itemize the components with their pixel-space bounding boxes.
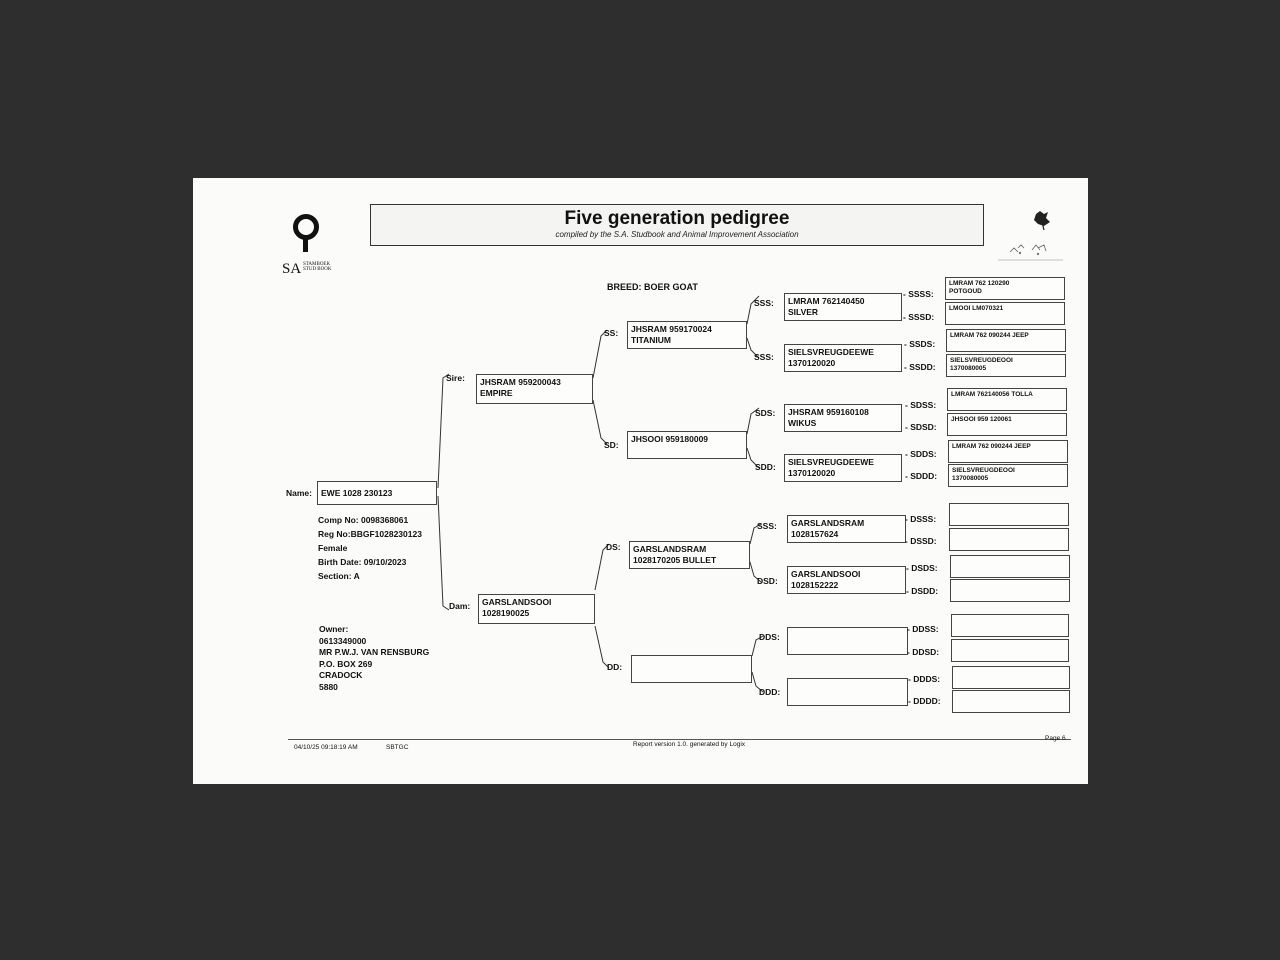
dssd-box [949,528,1069,551]
sddd-label: - SDDD: [905,471,938,481]
dds-label: DDS: [759,632,780,642]
ssss-label: - SSSS: [903,289,934,299]
sss-label: SSS: [754,298,774,308]
sdsd-label: - SDSD: [905,422,937,432]
sdss-label: - SDSS: [905,400,937,410]
ddsd-label: - DDSD: [907,647,940,657]
owner-details: Owner: 0613349000 MR P.W.J. VAN RENSBURG… [319,624,429,693]
sdds-box: LMRAM 762 090244 JEEP [948,440,1068,463]
sdsd-box: JHSOOI 959 120061 [947,413,1067,436]
page-subtitle: compiled by the S.A. Studbook and Animal… [555,230,799,239]
dd-label: DD: [607,662,623,672]
footer-report: Report version 1.0. generated by Logix [633,741,746,748]
footer-code: SBTGC [386,744,409,751]
ddds-box [952,666,1070,689]
dssd-label: - DSSD: [905,536,937,546]
ss-label: SS: [604,328,619,338]
owner-postcode: 5880 [319,681,338,692]
footer-divider [288,739,1071,740]
footer-page: Page 6 [1045,735,1066,742]
title-banner: Five generation pedigree compiled by the… [370,204,984,246]
ssds-box: LMRAM 762 090244 JEEP [946,329,1066,352]
footer-datetime: 04/10/25 09:18:19 AM [294,744,358,751]
ssds-label: - SSDS: [904,339,936,349]
dsdd-box [950,579,1070,602]
subject-details: Comp No: 0098368061 Reg No:BBGF102823012… [318,513,422,583]
ssd-label: SSS: [754,352,774,362]
page-title: Five generation pedigree [564,208,790,229]
dam-label: Dam: [449,601,471,611]
birth-date: Birth Date: 09/10/2023 [318,557,407,567]
dsds-box [950,555,1070,578]
name-label: Name: [286,488,312,498]
subject-name-box: EWE 1028 230123 [317,481,437,505]
dddd-label: - DDDD: [908,696,941,706]
ssdd-label: - SSDD: [904,362,936,372]
dsd-label: DSD: [757,576,778,586]
logo-symbol-icon [293,214,319,240]
sd-box: JHSOOI 959180009 [627,431,747,459]
section: Section: A [318,571,360,581]
sire-label: Sire: [446,373,465,383]
sdds-label: - SDDS: [905,449,937,459]
dds-box [787,627,908,655]
breed-label: BREED: BOER GOAT [607,282,698,292]
dsds-label: - DSDS: [906,563,938,573]
sds-label: SDS: [755,408,776,418]
owner-address: P.O. BOX 269 [319,658,373,669]
pedigree-connectors [437,295,764,693]
ddss-label: - DDSS: [907,624,939,634]
dsdd-label: - DSDD: [906,586,939,596]
owner-heading: Owner: [319,624,349,634]
ds-label: DS: [606,542,621,552]
sex: Female [318,543,348,553]
sd-label: SD: [604,440,619,450]
ddsd-box [951,639,1069,662]
dss-label: SSS: [757,521,777,531]
ddd-box [787,678,908,706]
owner-name: MR P.W.J. VAN RENSBURG [319,647,430,657]
subject-name: EWE 1028 230123 [321,488,393,498]
comp-no: Comp No: 0098368061 [318,515,409,525]
dsss-label: - DSSS: [905,514,937,524]
owner-town: CRADOCK [319,670,363,680]
reg-no: Reg No:BBGF1028230123 [318,529,422,539]
sssd-box: LMOOI LM070321 [945,302,1065,325]
sdd-label: SDD: [755,462,776,472]
sdss-box: LMRAM 762140056 TOLLA [947,388,1067,411]
dddd-box [952,690,1070,713]
dd-box [631,655,752,683]
dsss-box [949,503,1069,526]
owner-phone: 0613349000 [319,635,367,646]
goat-illustration-icon [998,211,1063,261]
ddds-label: - DDDS: [908,674,941,684]
ddd-label: DDD: [759,687,781,697]
sssd-label: - SSSD: [903,312,935,322]
ddss-box [951,614,1069,637]
